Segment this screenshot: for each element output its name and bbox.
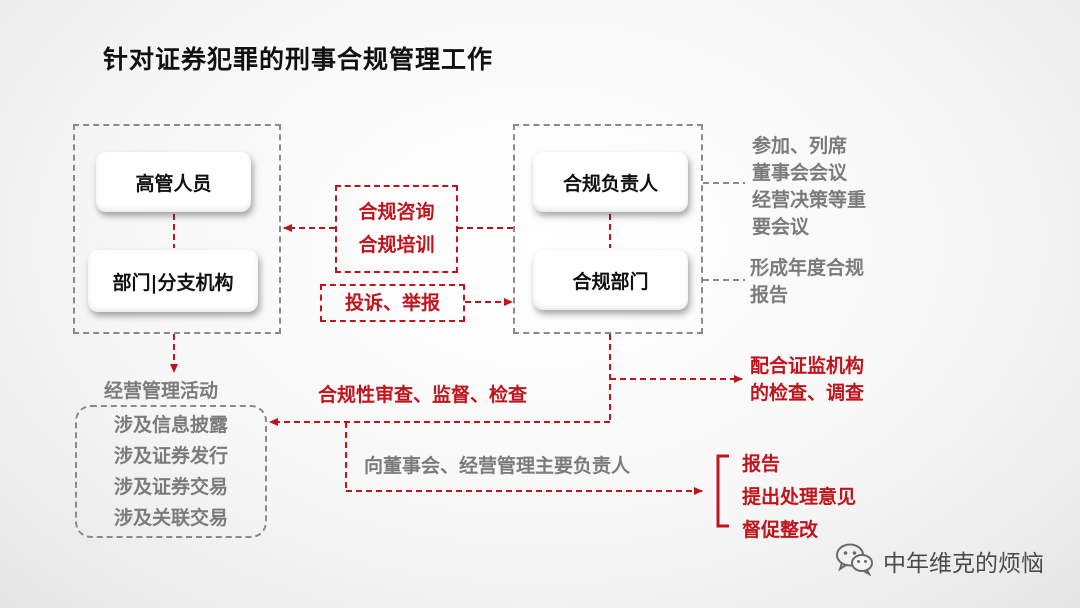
activities-box: 涉及信息披露 涉及证券发行 涉及证券交易 涉及关联交易	[75, 405, 267, 538]
consult-label: 合规咨询	[358, 201, 435, 223]
compliance-officer-label: 合规负责人	[562, 172, 658, 195]
training-label: 合规培训	[358, 234, 435, 256]
departments-label: 部门|分支机构	[112, 271, 234, 294]
meetings-note-line: 经营决策等重	[752, 189, 867, 211]
senior-management-node: 高管人员	[96, 152, 251, 212]
meetings-note-line: 要会议	[752, 216, 810, 238]
watermark: 中年维克的烦恼	[835, 542, 1044, 580]
compliance-officer-node: 合规负责人	[533, 152, 688, 212]
compliance-department-label: 合规部门	[572, 270, 649, 293]
annual-report-line: 形成年度合规	[750, 257, 865, 279]
activity-item: 涉及信息披露	[113, 413, 228, 436]
regulator-note: 配合证监机构 的检查、调查	[750, 353, 864, 407]
left-group-frame	[73, 124, 281, 334]
right-group-frame	[513, 124, 703, 334]
page-title: 针对证券犯罪的刑事合规管理工作	[103, 45, 494, 74]
activity-item: 涉及证券发行	[113, 444, 228, 467]
outcomes-list: 报告 提出处理意见 督促整改	[742, 448, 856, 547]
regulator-note-line: 配合证监机构	[750, 355, 865, 377]
wechat-icon	[835, 542, 875, 580]
meetings-note-line: 参加、列席	[752, 135, 848, 157]
annual-report-note: 形成年度合规 报告	[750, 255, 864, 309]
consult-training-box: 合规咨询 合规培训	[335, 185, 458, 273]
activity-item: 涉及证券交易	[113, 475, 228, 498]
complaint-label: 投诉、举报	[344, 291, 440, 314]
outcome-item: 提出处理意见	[742, 486, 857, 508]
watermark-text: 中年维克的烦恼	[883, 551, 1044, 577]
meetings-note-line: 董事会会议	[752, 162, 848, 184]
outcome-item: 报告	[742, 453, 781, 475]
annual-report-line: 报告	[750, 284, 789, 306]
report-to-label: 向董事会、经营管理主要负责人	[364, 455, 631, 477]
review-label: 合规性审查、监督、检查	[318, 384, 528, 406]
activities-heading: 经营管理活动	[104, 380, 219, 402]
regulator-note-line: 的检查、调查	[750, 382, 865, 404]
outcomes-bracket	[716, 454, 729, 528]
outcome-item: 督促整改	[742, 519, 819, 541]
departments-node: 部门|分支机构	[88, 250, 258, 312]
activity-item: 涉及关联交易	[113, 506, 228, 529]
complaint-box: 投诉、举报	[320, 284, 465, 322]
compliance-department-node: 合规部门	[533, 250, 688, 310]
senior-management-label: 高管人员	[135, 172, 212, 195]
meetings-note: 参加、列席 董事会会议 经营决策等重 要会议	[752, 133, 866, 241]
